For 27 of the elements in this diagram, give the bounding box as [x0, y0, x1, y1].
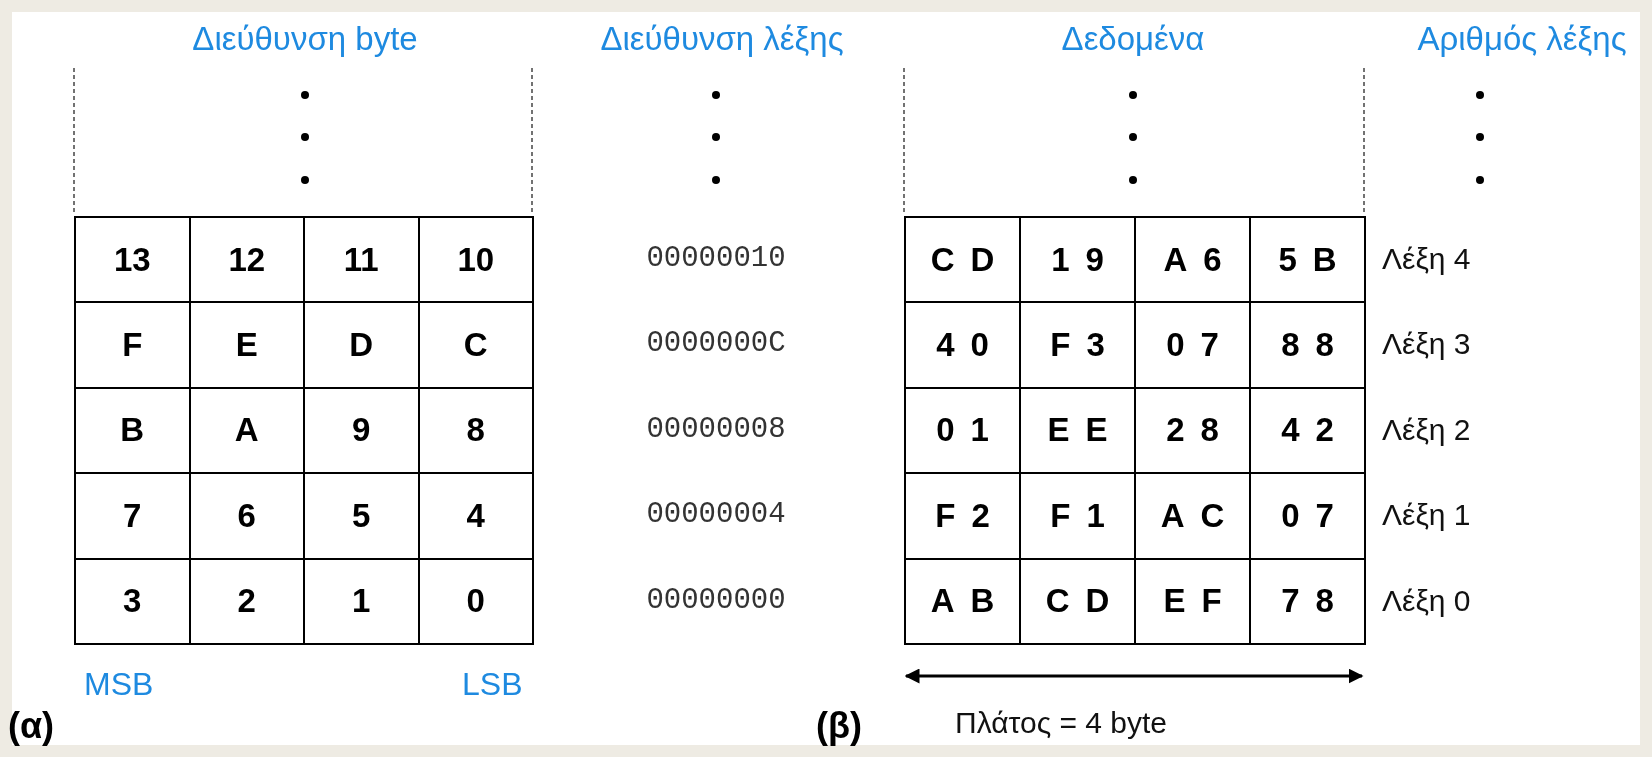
table-cell: 78 [1249, 557, 1366, 645]
word-label: Λέξη 4 [1382, 244, 1471, 274]
column-header: Δεδομένα [1061, 22, 1205, 55]
table-cell: 0 [417, 557, 534, 645]
word-label: Λέξη 2 [1382, 414, 1471, 445]
word-label: Λέξη 1 [1382, 500, 1471, 531]
bit-order-label: MSB [84, 668, 154, 700]
width-label: Πλάτος = 4 byte [955, 708, 1168, 738]
address-label: 0000000C [646, 329, 786, 359]
column-header: Διεύθυνση λέξης [600, 22, 844, 55]
address-label: 00000004 [646, 500, 786, 530]
address-label: 00000008 [646, 414, 786, 444]
word-label: Λέξη 0 [1382, 585, 1471, 616]
table-cell: 13 [74, 216, 191, 304]
column-header: Αριθμός λέξης [1417, 22, 1627, 55]
bit-order-label: LSB [462, 668, 523, 700]
table-cell: 3 [74, 557, 191, 645]
panel-label: (β) [816, 708, 862, 744]
table-cell: 5B [1249, 216, 1366, 304]
table-cell: CD [904, 216, 1021, 304]
address-label: 00000010 [646, 244, 786, 273]
word-label: Λέξη 3 [1382, 329, 1471, 360]
table-cell: 10 [417, 216, 534, 304]
address-label: 00000000 [646, 585, 786, 615]
table-cell: AB [904, 557, 1021, 645]
panel-label: (α) [8, 708, 55, 744]
column-header: Διεύθυνση byte [192, 22, 418, 55]
